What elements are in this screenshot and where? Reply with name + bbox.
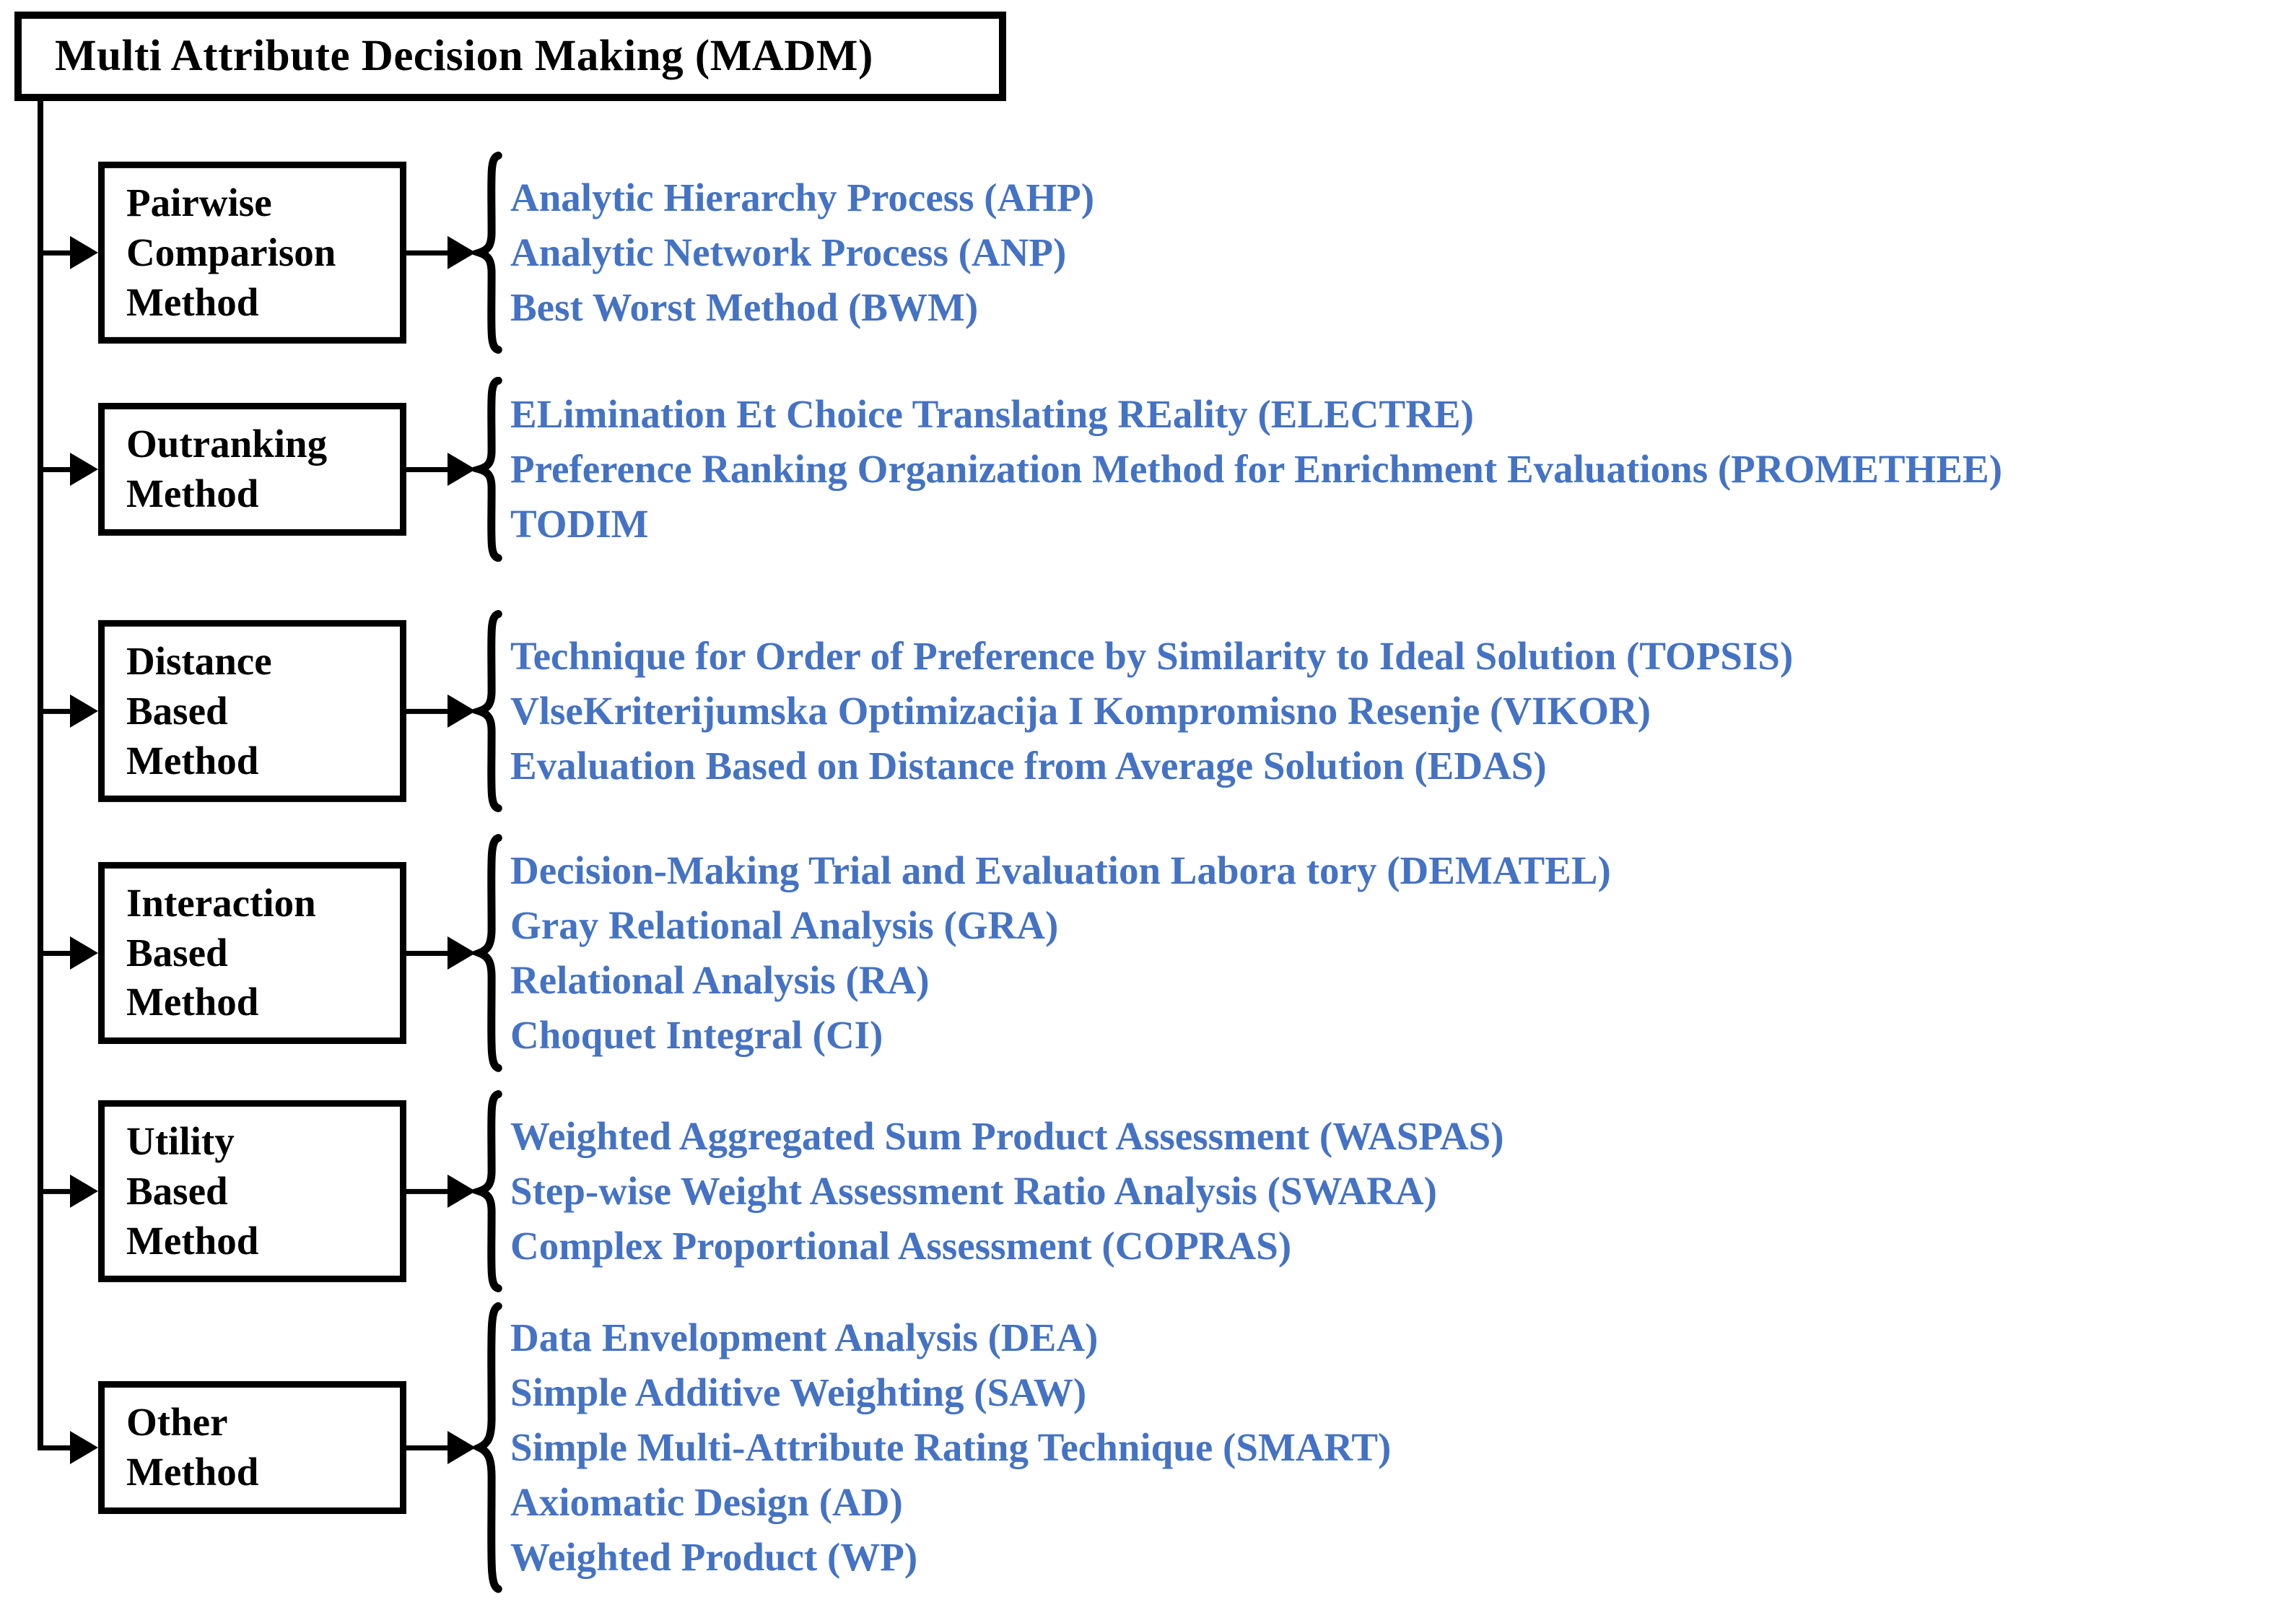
arrowhead-icon	[70, 936, 98, 970]
category-box: Distance Based Method	[98, 619, 406, 803]
branch-arrow	[38, 453, 98, 486]
method-item: VlseKriterijumska Optimizacija I Komprom…	[510, 689, 1651, 733]
branch-arrow	[38, 695, 98, 728]
curly-brace-icon	[473, 1090, 506, 1292]
method-item: Simple Additive Weighting (SAW)	[510, 1370, 1087, 1414]
branch-arrow	[38, 936, 98, 970]
method-list: Technique for Order of Preference by Sim…	[510, 629, 1793, 793]
arrowhead-icon	[448, 453, 476, 486]
group-interaction-based: Interaction Based Method Decision-Making…	[38, 843, 1611, 1063]
category-label: Utility Based Method	[126, 1118, 259, 1263]
method-item: Decision-Making Trial and Evaluation Lab…	[510, 848, 1611, 892]
branch-arrow	[38, 1431, 98, 1464]
arrow-stem	[38, 708, 70, 714]
method-item: ELimination Et Choice Translating REalit…	[510, 392, 1474, 436]
group-other: Other Method Data Envelopment Analysis (…	[38, 1310, 1391, 1585]
curly-brace-icon	[473, 610, 506, 812]
arrow-stem	[406, 466, 448, 472]
method-item: Technique for Order of Preference by Sim…	[510, 634, 1794, 678]
arrow-stem	[38, 1445, 70, 1450]
category-box: Outranking Method	[98, 403, 406, 536]
category-label: Other Method	[126, 1400, 259, 1494]
arrowhead-icon	[448, 236, 476, 269]
category-box: Other Method	[98, 1381, 406, 1514]
group-outranking: Outranking Method ELimination Et Choice …	[38, 387, 2002, 552]
category-box: Pairwise Comparison Method	[98, 161, 406, 344]
arrowhead-icon	[448, 1431, 476, 1464]
arrow-stem	[38, 1188, 70, 1194]
arrow-stem	[38, 250, 70, 256]
category-label: Outranking Method	[126, 422, 328, 515]
method-list: ELimination Et Choice Translating REalit…	[510, 387, 2002, 552]
method-item: Step-wise Weight Assessment Ratio Analys…	[510, 1169, 1437, 1213]
method-item: Analytic Hierarchy Process (AHP)	[510, 175, 1095, 219]
method-item: Choquet Integral (CI)	[510, 1013, 883, 1057]
arrowhead-icon	[448, 1175, 476, 1208]
branch-arrow	[38, 1175, 98, 1208]
arrow-stem	[38, 466, 70, 472]
method-item: Axiomatic Design (AD)	[510, 1480, 903, 1524]
arrow-stem	[406, 950, 448, 956]
method-list: Data Envelopment Analysis (DEA) Simple Ad…	[510, 1310, 1391, 1585]
title-box: Multi Attribute Decision Making (MADM)	[14, 12, 1006, 101]
method-list: Decision-Making Trial and Evaluation Lab…	[510, 843, 1611, 1063]
method-item: Preference Ranking Organization Method f…	[510, 447, 2003, 491]
branch-arrow	[406, 1175, 476, 1208]
arrow-stem	[406, 1188, 448, 1194]
arrowhead-icon	[448, 695, 476, 728]
branch-arrow	[406, 236, 476, 269]
method-item: Data Envelopment Analysis (DEA)	[510, 1315, 1099, 1359]
arrowhead-icon	[70, 1175, 98, 1208]
curly-brace-icon	[473, 152, 506, 354]
group-utility-based: Utility Based Method Weighted Aggregated…	[38, 1100, 1504, 1282]
curly-brace-icon	[473, 1300, 506, 1595]
method-item: Gray Relational Analysis (GRA)	[510, 903, 1059, 947]
method-item: Weighted Product (WP)	[510, 1535, 918, 1579]
method-item: Relational Analysis (RA)	[510, 958, 930, 1002]
method-item: TODIM	[510, 502, 649, 546]
arrow-stem	[38, 950, 70, 956]
method-item: Simple Multi-Attribute Rating Technique …	[510, 1425, 1392, 1469]
arrow-stem	[406, 1445, 448, 1450]
method-item: Analytic Network Process (ANP)	[510, 230, 1067, 274]
arrowhead-icon	[70, 695, 98, 728]
trunk-connector-line	[38, 100, 43, 1450]
group-distance-based: Distance Based Method Technique for Orde…	[38, 620, 1793, 802]
category-label: Interaction Based Method	[126, 880, 316, 1024]
group-pairwise-comparison: Pairwise Comparison Method Analytic Hier…	[38, 162, 1094, 344]
category-label: Distance Based Method	[126, 638, 272, 783]
method-list: Analytic Hierarchy Process (AHP) Analytic…	[510, 170, 1094, 335]
branch-arrow	[406, 936, 476, 970]
branch-arrow	[406, 695, 476, 728]
arrow-stem	[406, 250, 448, 256]
branch-arrow	[406, 1431, 476, 1464]
curly-brace-icon	[473, 833, 506, 1073]
category-box: Utility Based Method	[98, 1100, 406, 1283]
method-item: Complex Proportional Assessment (COPRAS)	[510, 1224, 1292, 1268]
diagram-title: Multi Attribute Decision Making (MADM)	[55, 32, 873, 80]
branch-arrow	[406, 453, 476, 486]
category-label: Pairwise Comparison Method	[126, 180, 336, 324]
category-box: Interaction Based Method	[98, 861, 406, 1045]
method-item: Evaluation Based on Distance from Averag…	[510, 744, 1547, 788]
branch-arrow	[38, 236, 98, 269]
arrowhead-icon	[70, 1431, 98, 1464]
arrowhead-icon	[70, 236, 98, 269]
arrowhead-icon	[448, 936, 476, 970]
curly-brace-icon	[473, 377, 506, 562]
method-item: Best Worst Method (BWM)	[510, 285, 979, 329]
method-item: Weighted Aggregated Sum Product Assessme…	[510, 1114, 1504, 1158]
method-list: Weighted Aggregated Sum Product Assessme…	[510, 1109, 1504, 1274]
arrow-stem	[406, 708, 448, 714]
arrowhead-icon	[70, 453, 98, 486]
